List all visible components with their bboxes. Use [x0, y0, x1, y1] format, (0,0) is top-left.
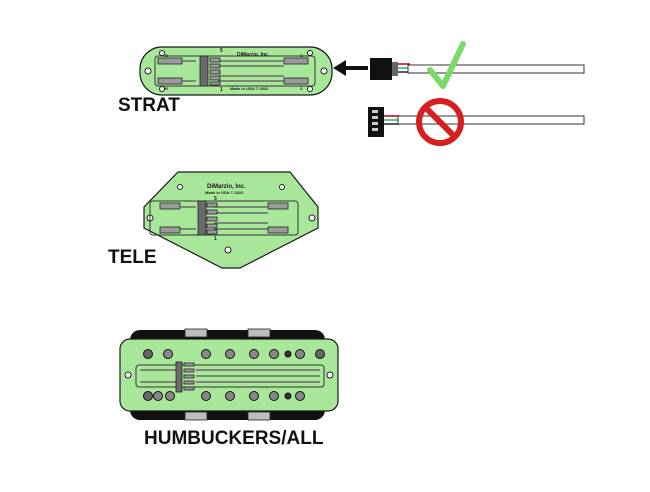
strat-left-top: B: [165, 53, 168, 58]
connector-correct: [370, 58, 585, 80]
tele-brand: DiMarzio, Inc.: [207, 184, 246, 190]
strat-right-top: G: [300, 53, 303, 58]
strat-brand: DiMarzio, Inc.: [237, 52, 270, 58]
tele-pin-top: 5: [214, 196, 217, 202]
tele-made-in: Made in USA © 2022: [205, 190, 244, 195]
humbucker-pickup: [119, 328, 339, 421]
tele-board: DiMarzio, Inc. Made in USA © 2022 5 1: [143, 171, 319, 269]
strat-board: DiMarzio, Inc. Made in USA © 2022 5 1 B …: [139, 46, 333, 96]
strat-left-bottom: R: [165, 86, 168, 91]
connector-incorrect: [368, 107, 585, 137]
strat-pin-bottom: 1: [220, 87, 223, 93]
pole-pieces-top: [143, 349, 325, 359]
strat-right-bottom: S: [300, 86, 303, 91]
strat-label: STRAT: [118, 95, 180, 116]
insert-arrow-icon: [333, 60, 368, 76]
pole-pieces-bottom: [143, 391, 305, 401]
strat-pin-top: 5: [220, 48, 223, 54]
prohibited-icon: [416, 98, 464, 146]
strat-made-in: Made in USA © 2022: [230, 86, 269, 91]
check-icon: [427, 41, 466, 89]
tele-pin-bottom: 1: [214, 236, 217, 242]
tele-label: TELE: [108, 247, 157, 268]
humbucker-label: HUMBUCKERS/ALL: [144, 428, 324, 449]
